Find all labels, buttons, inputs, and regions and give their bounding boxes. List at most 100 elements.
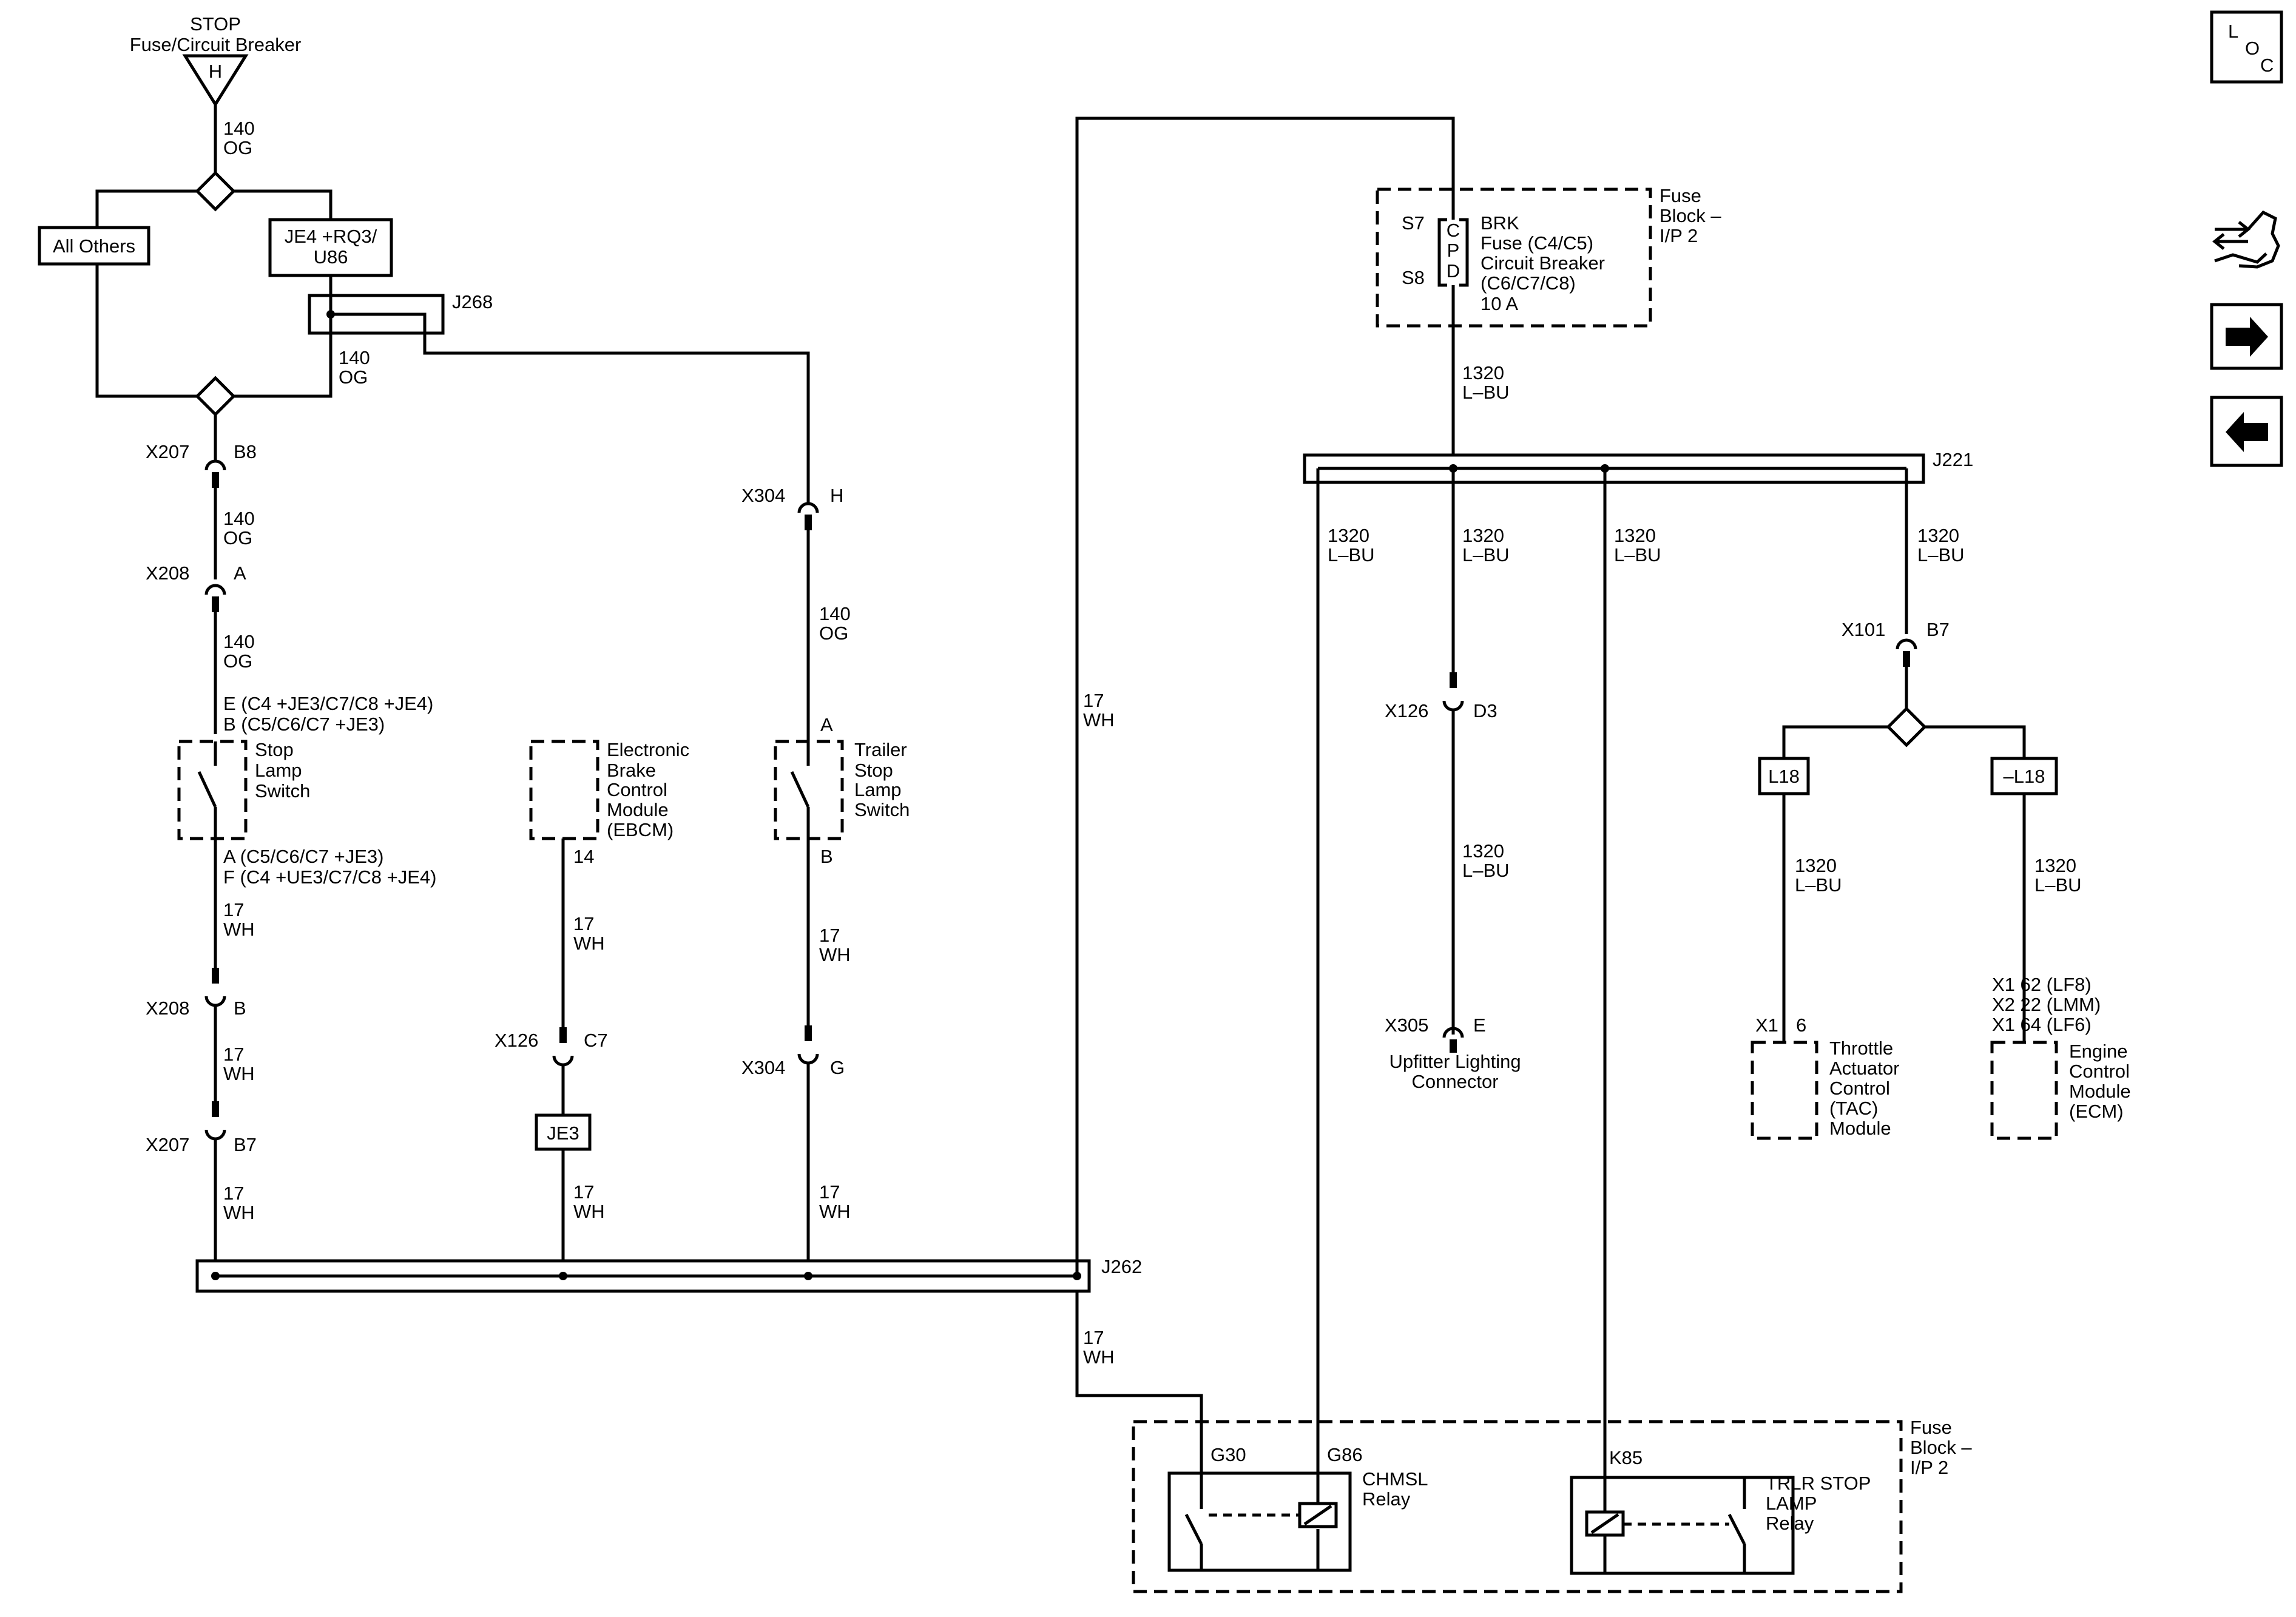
diagram-label: OG xyxy=(223,527,252,549)
diagram-label: Switch xyxy=(854,799,910,820)
diagram-label: Fuse xyxy=(1660,185,1701,206)
diagram-label: X1 62 (LF8) xyxy=(1992,974,2092,995)
diagram-label: X305 xyxy=(1385,1014,1428,1036)
diagram-label: A xyxy=(820,714,833,735)
diagram-label: A (C5/C6/C7 +JE3) xyxy=(223,846,383,867)
connector-x126-c7: X126 C7 xyxy=(495,1027,608,1067)
diagram-label: 14 xyxy=(573,846,594,867)
option-je4-label-2: U86 xyxy=(314,246,348,268)
wire-label-1320-x101: 1320 L–BU xyxy=(1917,525,1965,565)
wire-j268-to-trailer xyxy=(331,312,810,504)
diagram-label: Electronic xyxy=(607,739,689,760)
upfitter-lighting-connector: Upfitter Lighting Connector xyxy=(1389,1051,1521,1092)
diagram-label: 1320 xyxy=(1795,855,1837,876)
connector-x208-a: X208 A xyxy=(146,562,246,612)
diagram-label: 1320 xyxy=(2034,855,2076,876)
diagram-label: X1 xyxy=(1755,1014,1778,1036)
diagram-label: X208 xyxy=(146,562,189,584)
diagram-label: Fuse (C4/C5) xyxy=(1481,232,1593,254)
diagram-label: O xyxy=(2245,38,2260,59)
diagram-label: Block – xyxy=(1660,205,1721,226)
diagram-label: 1320 xyxy=(1462,362,1504,383)
diagram-label: (TAC) xyxy=(1829,1098,1878,1119)
diagram-label: D3 xyxy=(1473,700,1497,721)
connector-x304-g: X304 G xyxy=(741,1025,845,1078)
diagram-label: WH xyxy=(819,1201,851,1222)
connector-x101-b7: X101 B7 xyxy=(1842,619,1950,667)
diagram-label: L–BU xyxy=(1328,544,1375,565)
diagram-label: Throttle xyxy=(1829,1038,1893,1059)
splice-j221-label: J221 xyxy=(1933,449,1973,470)
diagram-label: X208 xyxy=(146,998,189,1019)
wire-label-140-j268: 140 OG xyxy=(339,347,370,388)
diagram-label: G xyxy=(830,1057,845,1078)
diagram-label: 1320 xyxy=(1462,840,1504,862)
diagram-label: OG xyxy=(223,137,252,158)
wire-label-1320-trlr: 1320 L–BU xyxy=(1614,525,1661,565)
diagram-label: X304 xyxy=(741,1057,785,1078)
wire-label-17-a: 17 WH xyxy=(223,899,255,940)
diagram-label: WH xyxy=(573,933,605,954)
diagram-label: Trailer xyxy=(854,739,907,760)
component-location-icon[interactable] xyxy=(2212,210,2280,269)
option-je3 xyxy=(535,1113,592,1151)
option-not-l18 xyxy=(1990,757,2058,795)
diagram-label: Module xyxy=(607,799,669,820)
diagram-label: 17 xyxy=(573,913,594,934)
trlr-stop-lamp-relay: K85 TRLR STOP LAMP Relay xyxy=(1570,1447,1871,1575)
diagram-label: Connector xyxy=(1411,1071,1498,1092)
diagram-label: Upfitter Lighting xyxy=(1389,1051,1521,1072)
diagram-label: X126 xyxy=(495,1030,538,1051)
wire-label-1320-chmsl: 1320 L–BU xyxy=(1328,525,1375,565)
diagram-label: TRLR STOP xyxy=(1766,1473,1871,1494)
option-all-others-label: All Others xyxy=(53,235,135,257)
wire-label-1320-upfitter-a: 1320 L–BU xyxy=(1462,525,1510,565)
splice-j262-label: J262 xyxy=(1101,1256,1142,1277)
connector-x207-b8: X207 B8 xyxy=(146,441,257,488)
wire-label-17-c: 17 WH xyxy=(223,1183,255,1223)
wire-label-17-je3: 17 WH xyxy=(573,1181,605,1222)
diagram-label: 17 xyxy=(573,1181,594,1203)
diagram-label: X2 22 (LMM) xyxy=(1992,994,2101,1015)
option-split-diamond-icon xyxy=(195,170,236,212)
diagram-label: X126 xyxy=(1385,700,1428,721)
diagram-label: 17 xyxy=(1083,1327,1104,1348)
diagram-label: 6 xyxy=(1796,1014,1806,1036)
stop-lamp-switch: E (C4 +JE3/C7/C8 +JE4) B (C5/C6/C7 +JE3)… xyxy=(177,693,436,888)
switch-contact-icon xyxy=(197,741,217,839)
ebcm-module: Electronic Brake Control Module (EBCM) 1… xyxy=(529,739,689,867)
diagram-label: Control xyxy=(1829,1078,1890,1099)
option-je4-label-1: JE4 +RQ3/ xyxy=(285,226,377,247)
diagram-label: Module xyxy=(2069,1081,2131,1102)
wire-label-140-c: 140 OG xyxy=(223,631,255,672)
diagram-label: Lamp xyxy=(255,760,302,781)
diagram-label: 1320 xyxy=(1614,525,1656,546)
chmsl-relay: G30 G86 CHMSL Relay xyxy=(1167,1444,1428,1572)
wire-label-140-top: 140 OG xyxy=(223,118,255,158)
loc-icon[interactable]: L O C xyxy=(2210,10,2283,84)
wire-17-to-chmsl xyxy=(1075,1291,1203,1465)
diagram-label: OG xyxy=(819,623,848,644)
wire-label-140-b: 140 OG xyxy=(223,508,255,549)
option-l18-diamond-icon xyxy=(1886,706,1927,748)
diagram-label: WH xyxy=(223,1202,255,1223)
previous-page-icon[interactable] xyxy=(2210,396,2283,467)
diagram-label: A xyxy=(234,562,246,584)
diagram-label: WH xyxy=(223,1063,255,1084)
next-page-icon[interactable] xyxy=(2210,303,2283,370)
diagram-label: 140 xyxy=(223,508,255,529)
diagram-label: (EBCM) xyxy=(607,819,674,840)
diagram-label: (C6/C7/C8) xyxy=(1481,272,1576,294)
diagram-label: G30 xyxy=(1210,1444,1246,1465)
diagram-label: CHMSL xyxy=(1362,1468,1428,1490)
diagram-label: 17 xyxy=(1083,690,1104,711)
diagram-label: 17 xyxy=(819,1181,840,1203)
diagram-label: Stop xyxy=(255,739,294,760)
connector-x207-b7: X207 B7 xyxy=(146,1101,257,1155)
diagram-label: Actuator xyxy=(1829,1058,1899,1079)
fuse-block-bottom: Fuse Block – I/P 2 G30 G86 CHMSL Relay K… xyxy=(1132,1417,1972,1593)
diagram-label: WH xyxy=(819,944,851,965)
wire-label-1320-ecm: 1320 L–BU xyxy=(2034,855,2082,896)
wire-label-17-chmsl: 17 WH xyxy=(1083,1327,1115,1368)
